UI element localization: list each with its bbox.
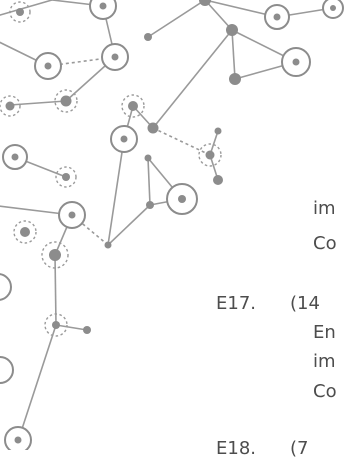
exercise-e18-text: (7: [290, 438, 309, 459]
text-line-4: En: [313, 322, 336, 343]
text-line-1: im: [313, 198, 336, 219]
text-line-6: Co: [313, 381, 337, 402]
text-line-2: Co: [313, 233, 337, 254]
exercise-e17-text: (14: [290, 293, 320, 314]
exercise-e18-label: E18.: [216, 438, 256, 459]
network-graph-decoration: [0, 0, 344, 450]
text-line-5: im: [313, 351, 336, 372]
exercise-e17-label: E17.: [216, 293, 256, 314]
